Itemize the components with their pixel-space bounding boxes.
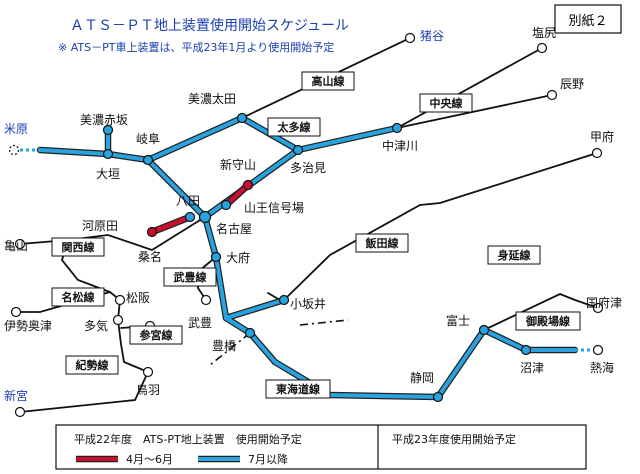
line-sangu: 参宮線 [140, 328, 173, 342]
line-taita: 太多線 [277, 120, 311, 134]
st-kameyama: 亀山 [4, 239, 28, 253]
legend-frame [55, 424, 587, 470]
map-note: ※ ATS－PT車上装置は、平成23年1月より使用開始予定 [58, 40, 334, 54]
iida-box [355, 233, 409, 253]
gotemba-box [515, 311, 581, 331]
legend: 平成22年度 ATS-PT地上装置 使用開始予定 4月～6月 7月以降 平成23… [55, 424, 587, 470]
tokaido-box [265, 379, 331, 399]
st-ogaki: 大垣 [96, 167, 120, 181]
line-gotemba: 御殿場線 [525, 314, 570, 328]
line-iida: 飯田線 [365, 236, 399, 250]
legend-from-jul: 7月以降 [248, 452, 288, 466]
takayama-box [301, 71, 355, 91]
st-kofu: 甲府 [590, 129, 614, 144]
st-atami: 熱海 [590, 360, 614, 375]
chuo-box [419, 93, 473, 113]
dest-maibara: 米原 [4, 122, 28, 136]
st-taketoyo: 武豊 [188, 316, 212, 330]
meisho-box [51, 287, 105, 307]
st-matsusaka: 松阪 [126, 291, 150, 305]
taita-box [267, 117, 321, 137]
st-toba: 鳥羽 [136, 382, 160, 397]
st-shiojiri: 塩尻 [532, 25, 556, 40]
st-taki: 多気 [84, 318, 108, 333]
dest-shingu: 新宮 [4, 388, 28, 403]
st-kawaharada: 河原田 [82, 219, 118, 233]
sangu-box [129, 325, 183, 345]
line-takayama: 高山線 [312, 74, 345, 88]
iida-line-path [283, 152, 598, 301]
st-kozu: 国府津 [586, 295, 622, 310]
st-shizuoka: 静岡 [410, 371, 434, 385]
st-kuwana: 桑名 [138, 249, 162, 264]
blue-stations [102, 112, 532, 403]
minobu-box [487, 245, 541, 265]
line-label-boxes: 高山線 中央線 太多線 飯田線 関西線 身延線 武豊線 名松線 参宮線 御殿場線… [51, 71, 581, 399]
taketoyo-box [163, 267, 217, 287]
attachment-box [554, 4, 622, 34]
legend-h22-heading: 平成22年度 ATS-PT地上装置 使用開始予定 [74, 432, 302, 446]
st-fuji: 富士 [446, 313, 470, 328]
st-ise-okitsu: 伊勢奥津 [4, 318, 52, 333]
st-gifu: 岐阜 [136, 132, 160, 146]
red-stations [146, 179, 254, 238]
boundary-dash-west [209, 332, 251, 366]
st-tajimi: 多治見 [290, 161, 326, 175]
st-shin-moriyama: 新守山 [220, 157, 256, 172]
line-chuo: 中央線 [430, 96, 463, 110]
st-numazu: 沼津 [520, 361, 544, 375]
kisei-box [65, 355, 119, 375]
legend-h23-heading: 平成23年度使用開始予定 [392, 432, 516, 446]
dest-sarutani: 猪谷 [420, 29, 444, 43]
line-taketoyo: 武豊線 [174, 270, 207, 284]
st-tatsuno: 辰野 [560, 77, 584, 91]
chuo-line-north-path [396, 47, 543, 129]
st-obu: 大府 [226, 250, 250, 265]
st-mino-akasaka: 美濃赤坂 [80, 113, 128, 127]
line-kisei: 紀勢線 [76, 358, 109, 372]
tatsuno-branch-path [396, 94, 553, 129]
st-toyohashi: 豊橋 [212, 339, 236, 353]
st-nakatsugawa: 中津川 [382, 138, 418, 153]
line-tokaido: 東海道線 [276, 382, 320, 396]
st-mino-ota: 美濃太田 [188, 91, 236, 106]
map-title: ＡＴＳ－ＰＴ地上装置使用開始スケジュール [70, 17, 349, 34]
st-kozakai: 小坂井 [290, 297, 326, 311]
line-meisho: 名松線 [62, 290, 95, 304]
st-yata: 八田 [176, 194, 200, 208]
line-minobu: 身延線 [498, 248, 531, 262]
st-sanno: 山王信号場 [244, 201, 304, 215]
line-kansai: 関西線 [62, 240, 95, 254]
red-segment-kuwana [149, 214, 193, 235]
kansai-box [51, 237, 105, 257]
attachment-label: 別紙２ [568, 14, 607, 29]
legend-apr-jun: 4月～6月 [126, 453, 173, 466]
st-nagoya: 名古屋 [216, 221, 252, 236]
boundary-dash-east [299, 319, 349, 326]
